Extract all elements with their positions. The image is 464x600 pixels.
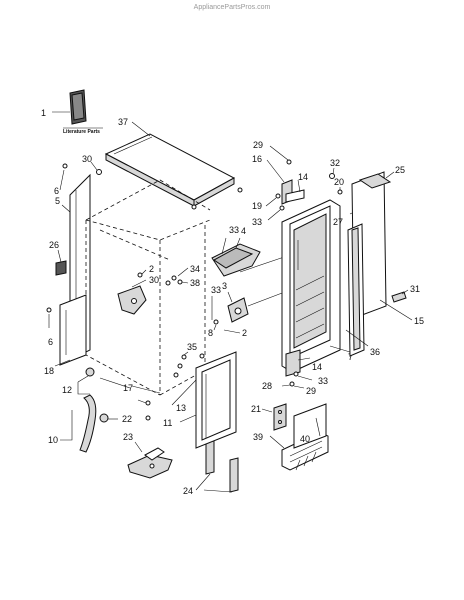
side-screw[interactable] bbox=[62, 163, 68, 169]
callout-39: 39 bbox=[253, 432, 263, 442]
callout-33a: 35 bbox=[187, 342, 197, 352]
callout-4: 33 bbox=[229, 225, 239, 235]
callout-16: 16 bbox=[252, 154, 262, 164]
callout-3: 4 bbox=[241, 226, 246, 236]
callout-9: 8 bbox=[208, 328, 213, 338]
base-plate[interactable] bbox=[59, 294, 87, 366]
screw-28[interactable] bbox=[289, 381, 295, 387]
callout-14b: 14 bbox=[312, 362, 322, 372]
base-screw[interactable] bbox=[46, 307, 52, 313]
callout-14a: 14 bbox=[298, 172, 308, 182]
callout-17: 17 bbox=[123, 383, 133, 393]
callout-30a: 30 bbox=[82, 154, 92, 164]
control-knob-bracket[interactable] bbox=[227, 297, 249, 323]
watermark-text: AppliancePartsPros.com bbox=[194, 4, 271, 11]
callout-30b: 2 bbox=[149, 264, 154, 274]
callout-33b: 38 bbox=[190, 278, 200, 288]
callout-35: 13 bbox=[176, 403, 186, 413]
screw-9[interactable] bbox=[213, 319, 219, 325]
screw[interactable] bbox=[279, 205, 285, 211]
hinge-screw[interactable] bbox=[199, 353, 205, 359]
callout-38: 34 bbox=[190, 264, 200, 274]
callout-20: 20 bbox=[334, 177, 344, 187]
callout-28: 28 bbox=[262, 381, 272, 391]
cover-screw-30[interactable] bbox=[96, 169, 102, 175]
cover-screw[interactable] bbox=[237, 187, 243, 193]
door-hinge-trim-right[interactable] bbox=[229, 457, 239, 493]
bracket-21[interactable] bbox=[273, 403, 287, 431]
callout-31: 31 bbox=[410, 284, 420, 294]
callout-24: 23 bbox=[123, 432, 133, 442]
callout-33c: 33 bbox=[252, 217, 262, 227]
callout-26: 26 bbox=[49, 240, 59, 250]
screws-38-33[interactable] bbox=[165, 275, 183, 286]
callout-37: 37 bbox=[118, 117, 128, 127]
callout-25: 25 bbox=[395, 165, 405, 175]
bottom-hinge[interactable] bbox=[285, 349, 301, 377]
handle-screw-31[interactable] bbox=[391, 291, 407, 303]
callout-23: 10 bbox=[48, 435, 58, 445]
callout-32: 32 bbox=[330, 158, 340, 168]
callout-29a: 29 bbox=[253, 140, 263, 150]
leg-leveler[interactable] bbox=[127, 447, 173, 479]
callout-27: 27 bbox=[333, 217, 343, 227]
cover-plate-40[interactable] bbox=[293, 403, 327, 449]
bracket-34[interactable] bbox=[117, 285, 147, 315]
screw-30b[interactable] bbox=[137, 272, 143, 278]
screw-set-33[interactable] bbox=[173, 354, 187, 378]
main-door[interactable] bbox=[281, 199, 341, 373]
cover-screw[interactable] bbox=[191, 204, 197, 210]
callout-33d: 33 bbox=[318, 376, 328, 386]
screw[interactable] bbox=[293, 371, 299, 377]
hose-fitting[interactable] bbox=[99, 413, 109, 423]
callout-11: 24 bbox=[183, 486, 193, 496]
callout-34: 30 bbox=[149, 275, 159, 285]
screw-32[interactable] bbox=[329, 173, 335, 179]
door-hinge-trim-left[interactable] bbox=[205, 439, 215, 475]
callout-12: 12 bbox=[62, 385, 72, 395]
top-cover[interactable] bbox=[104, 133, 236, 207]
drain-hose[interactable] bbox=[79, 394, 97, 453]
door-gasket[interactable] bbox=[347, 223, 365, 357]
screw[interactable] bbox=[145, 415, 151, 421]
callout-36: 36 bbox=[370, 347, 380, 357]
screw-19[interactable] bbox=[275, 193, 281, 199]
callout-13: 11 bbox=[163, 418, 172, 428]
control-housing[interactable] bbox=[211, 243, 261, 277]
callout-10: 22 bbox=[122, 414, 132, 424]
callout-15: 15 bbox=[414, 316, 424, 326]
door-frame-13[interactable] bbox=[195, 351, 237, 449]
callout-19: 19 bbox=[252, 201, 262, 211]
callout-21: 21 bbox=[251, 404, 261, 414]
callout-5: 5 bbox=[55, 196, 60, 206]
callout-29b: 29 bbox=[306, 386, 316, 396]
callout-8: 3 bbox=[222, 281, 227, 291]
callout-2a: 33 bbox=[211, 285, 221, 295]
screw-22[interactable] bbox=[145, 400, 151, 406]
top-hinge[interactable] bbox=[281, 179, 305, 205]
hose-clamp[interactable] bbox=[85, 367, 95, 377]
callout-6b: 6 bbox=[48, 337, 53, 347]
screw-20[interactable] bbox=[337, 189, 343, 195]
literature-parts-label: Literature Parts bbox=[63, 129, 100, 135]
callout-40: 40 bbox=[300, 434, 310, 444]
callout-1: 1 bbox=[41, 108, 46, 118]
callout-18: 18 bbox=[44, 366, 54, 376]
callout-7: 7 bbox=[348, 352, 353, 362]
callout-6a: 6 bbox=[54, 186, 59, 196]
literature-parts[interactable] bbox=[63, 89, 103, 129]
hinge-screw-29[interactable] bbox=[286, 159, 292, 165]
callout-2b: 2 bbox=[242, 328, 247, 338]
